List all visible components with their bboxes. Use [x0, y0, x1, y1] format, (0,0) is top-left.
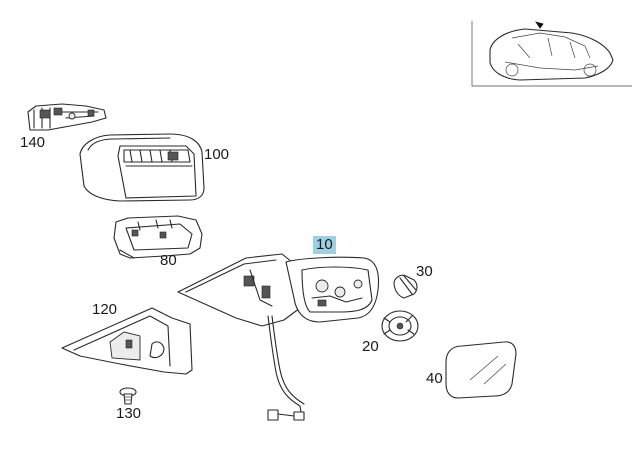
label-part-10-highlighted: 10 — [313, 236, 336, 254]
label-part-140: 140 — [20, 134, 46, 151]
part-120-lower-cover — [61, 307, 193, 375]
label-part-130: 130 — [116, 405, 142, 422]
part-80-frame — [113, 215, 203, 259]
part-20-actuator — [381, 310, 419, 342]
label-part-100: 100 — [204, 146, 230, 163]
part-40-mirror-glass — [445, 341, 517, 399]
label-part-40: 40 — [426, 370, 443, 387]
part-30-bulb — [393, 274, 418, 299]
part-130-screw — [119, 387, 137, 405]
label-part-30: 30 — [416, 263, 433, 280]
part-140-bracket — [27, 103, 107, 131]
car-locator-inset — [471, 21, 632, 87]
label-part-80: 80 — [160, 252, 177, 269]
car-locator-icon — [489, 21, 614, 81]
label-part-20: 20 — [362, 338, 379, 355]
part-100-housing-cover — [79, 133, 205, 202]
label-part-120: 120 — [92, 301, 118, 318]
part-10-mirror-assembly — [177, 253, 380, 421]
